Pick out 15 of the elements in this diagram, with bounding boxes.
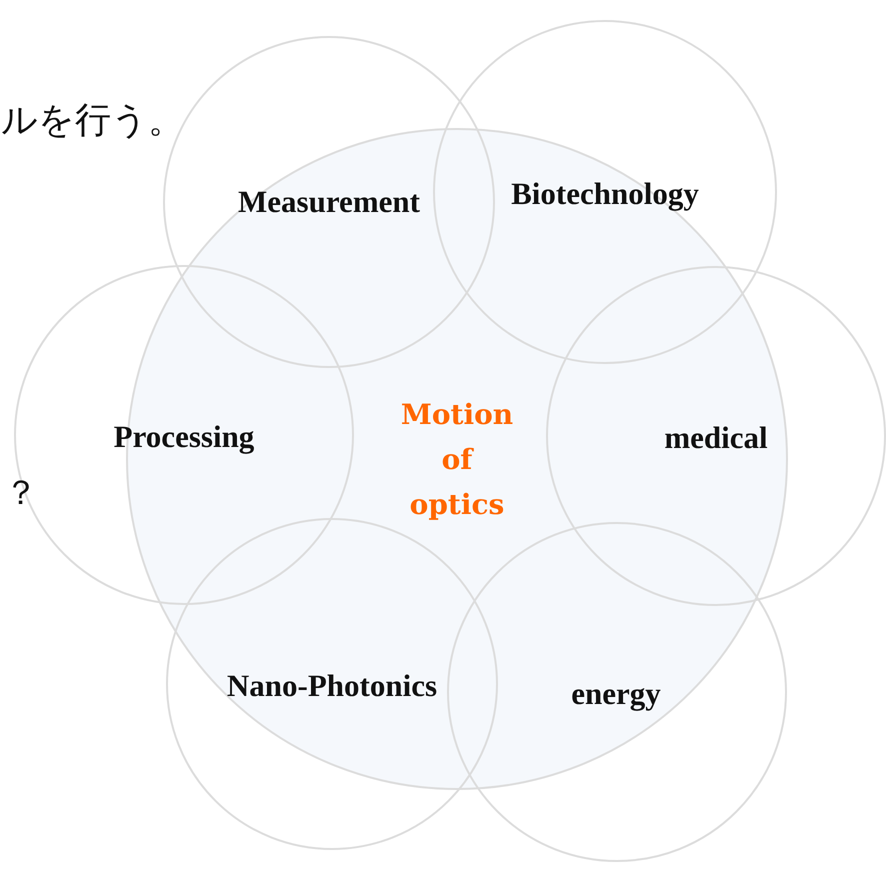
topic-label: medical — [664, 420, 768, 456]
center-label: Motion of optics — [400, 396, 514, 522]
topic-label: Nano-Photonics — [226, 668, 438, 704]
topic-circle — [163, 36, 495, 368]
topic-label: Processing — [114, 419, 254, 455]
topic-circle — [166, 518, 498, 850]
topic-circle — [546, 266, 886, 606]
topic-circle — [447, 522, 787, 862]
text-fragment: ルを行う。 — [1, 99, 184, 143]
text-fragment: ？ — [4, 472, 38, 515]
topic-label: Biotechnology — [511, 176, 699, 212]
topic-label: energy — [571, 676, 661, 712]
topic-label: Measurement — [238, 184, 420, 220]
topic-circle — [433, 20, 777, 364]
topic-circle — [14, 265, 354, 605]
